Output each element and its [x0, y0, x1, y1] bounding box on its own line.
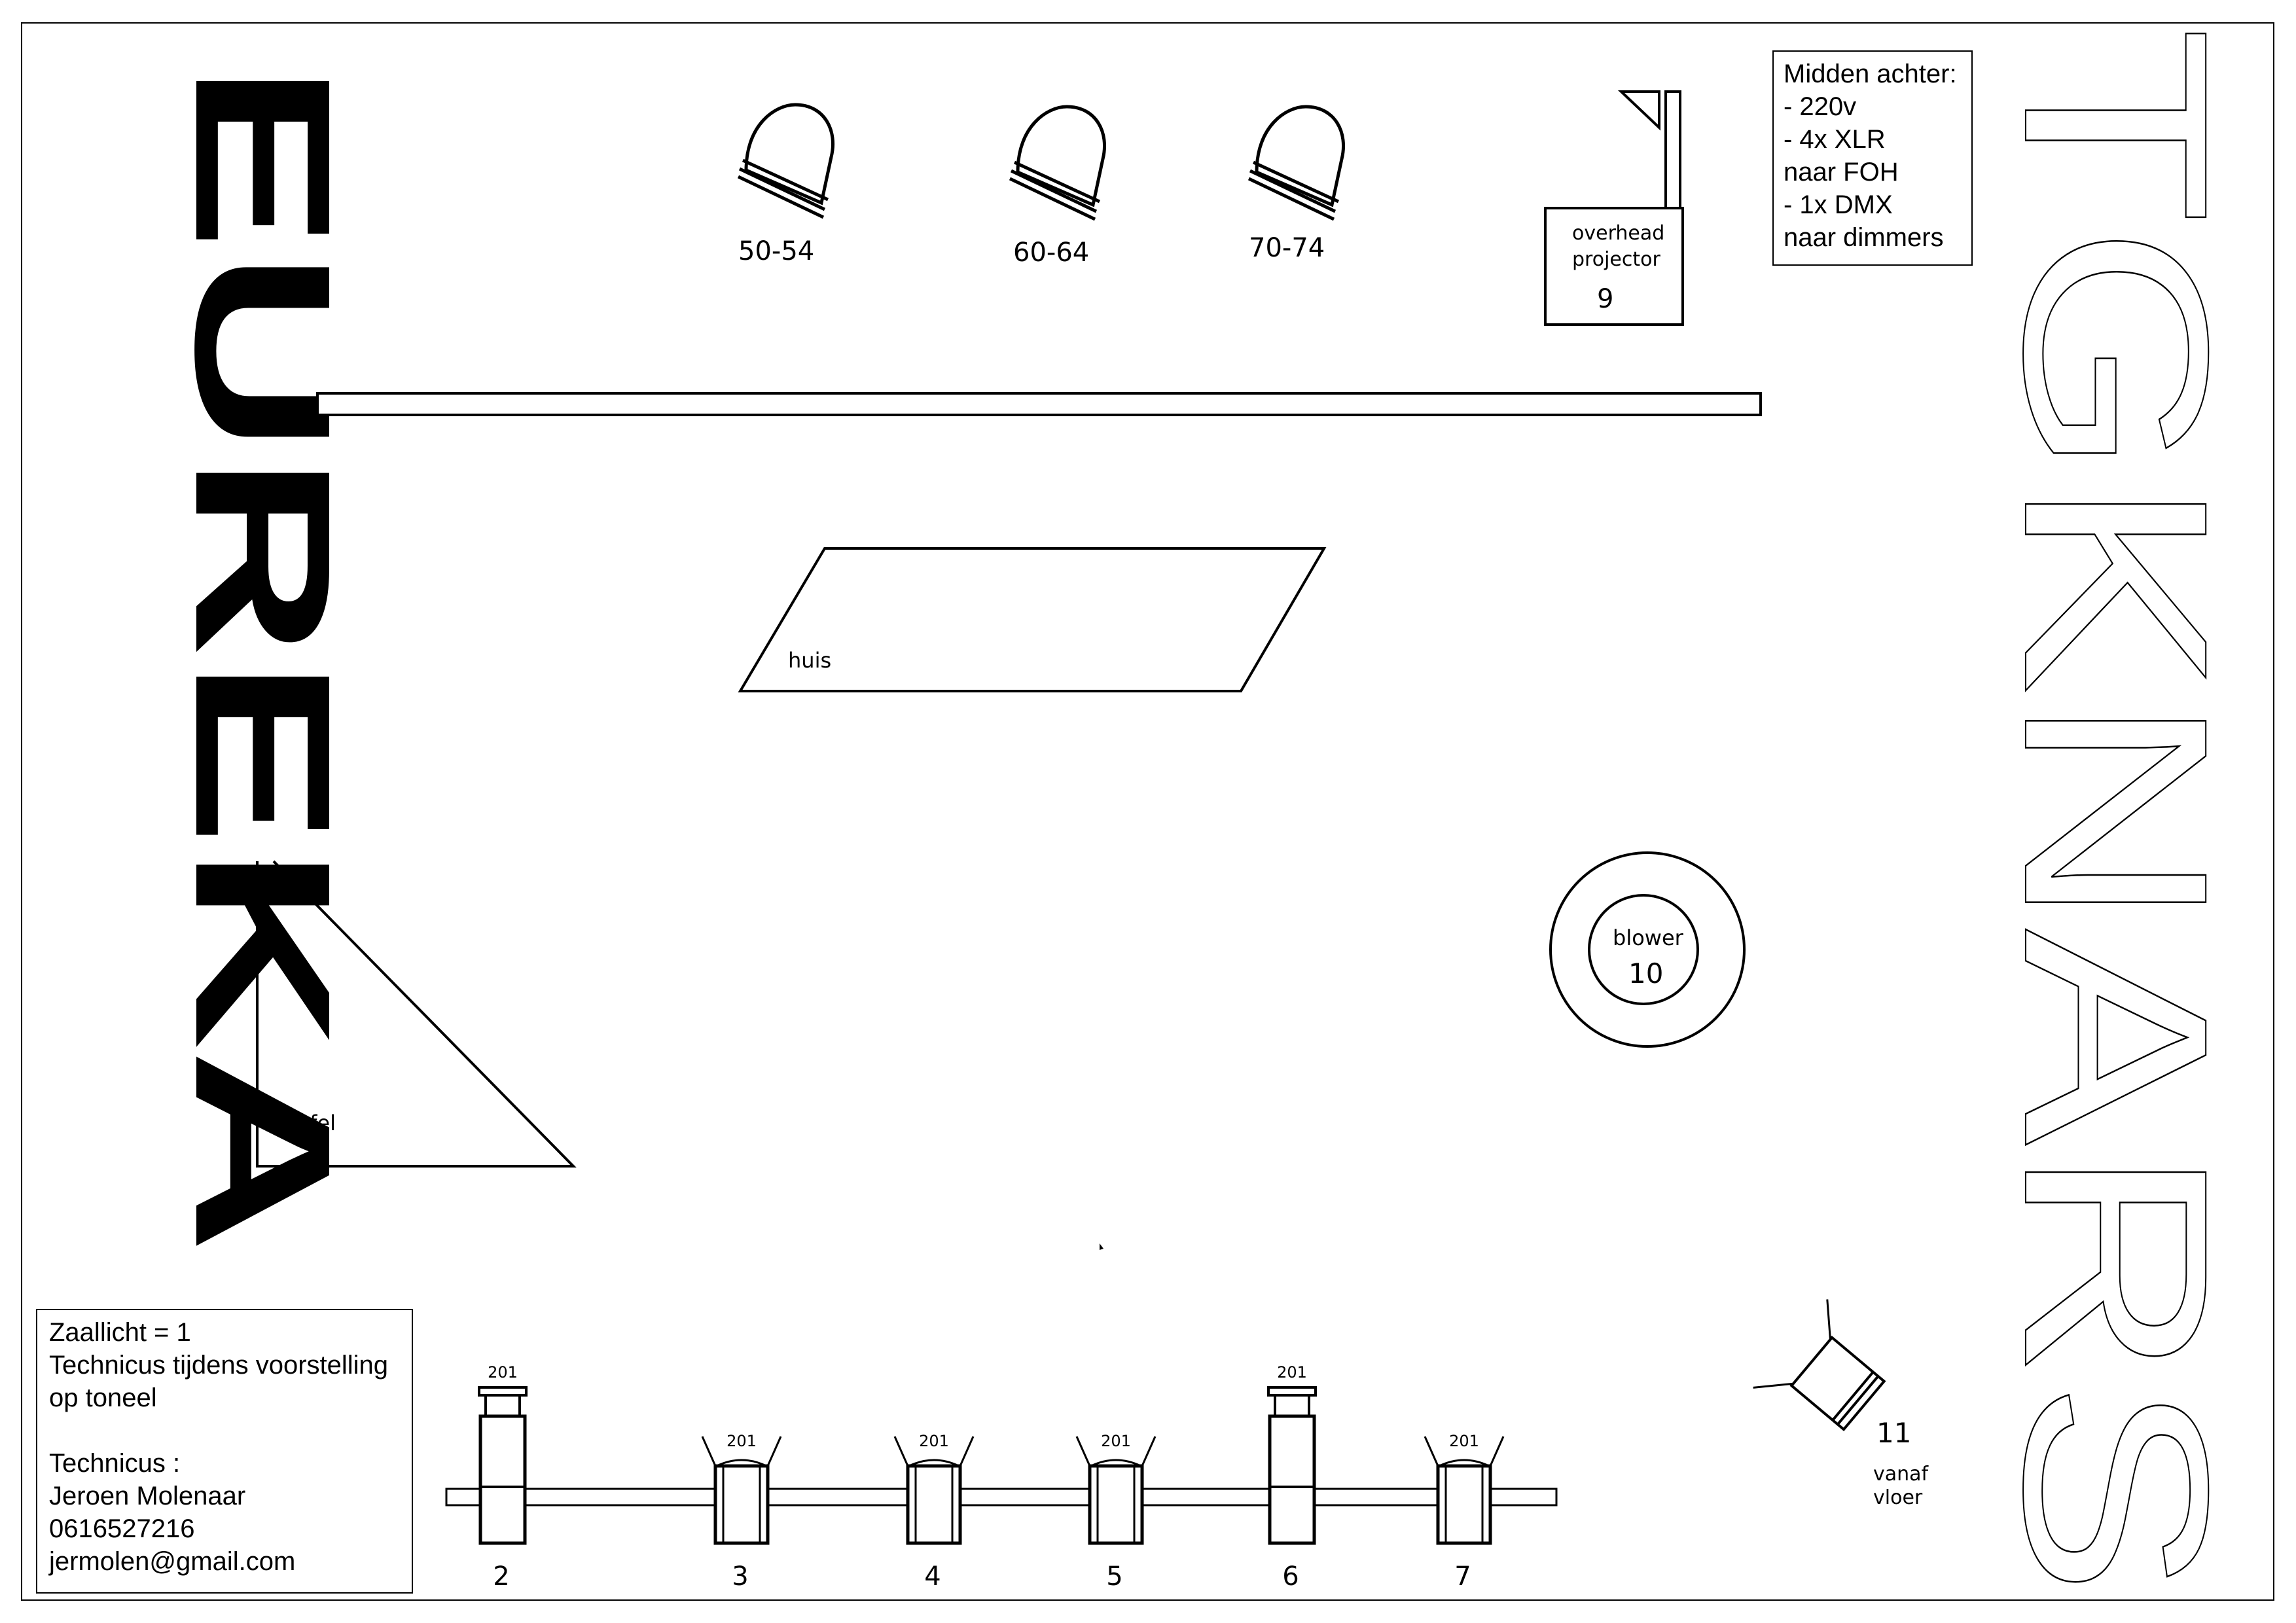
- tafel-label: tafel: [289, 1111, 336, 1135]
- barndoor-left: [701, 1436, 717, 1467]
- back-light-3-label: 70-74: [1249, 233, 1325, 263]
- front-light-number: 6: [1282, 1561, 1299, 1592]
- overhead-projector: [1544, 90, 1684, 326]
- floor-light-number: 11: [1876, 1417, 1911, 1449]
- legend-line: jermolen@gmail.com: [49, 1547, 296, 1576]
- front-light-channel: 201: [488, 1363, 518, 1382]
- info-box-frame: [1772, 50, 1973, 266]
- front-light-channel: 201: [919, 1432, 949, 1450]
- floor-light-note1: vanaf: [1873, 1463, 1929, 1486]
- profile-lens: [1274, 1394, 1310, 1418]
- info-line: - 4x XLR: [1784, 125, 1886, 154]
- projector-flag: [1617, 90, 1660, 131]
- front-light-number: 4: [924, 1561, 941, 1592]
- barndoor-right: [766, 1436, 782, 1467]
- front-light-channel: 201: [1277, 1363, 1307, 1382]
- title-left: EUREKA: [155, 62, 371, 1253]
- front-light-channel: 201: [1449, 1432, 1479, 1450]
- blower-label: blower: [1613, 925, 1684, 950]
- legend-box: Zaallicht = 1 Technicus tijdens voorstel…: [49, 1316, 388, 1578]
- info-line: - 220v: [1784, 92, 1857, 121]
- barndoor-left: [1075, 1436, 1091, 1467]
- legend-line: Technicus :: [49, 1449, 181, 1478]
- front-light-number: 3: [732, 1561, 748, 1592]
- legend-box-frame: [36, 1309, 413, 1594]
- floor-light-11: [1753, 1299, 1886, 1432]
- back-light-1: [737, 103, 835, 219]
- profile-lens: [484, 1394, 521, 1418]
- batten: [316, 392, 1762, 416]
- back-light-3: [1247, 105, 1346, 221]
- blower-number: 10: [1628, 957, 1663, 990]
- front-truss: [445, 1488, 1558, 1507]
- back-light-1-label: 50-54: [738, 236, 814, 266]
- legend-line: Technicus tijdens voorstelling: [49, 1351, 389, 1380]
- info-line: naar dimmers: [1784, 223, 1944, 252]
- front-light-channel: 201: [1101, 1432, 1131, 1450]
- barndoor-right: [1141, 1436, 1157, 1467]
- info-line: - 1x DMX: [1784, 190, 1893, 219]
- projector-line1: overhead: [1572, 222, 1664, 245]
- back-light-2: [1009, 105, 1107, 221]
- set-piece-huis: [738, 547, 1327, 692]
- projector-number: 9: [1597, 284, 1613, 314]
- floor-light-note2: vloer: [1873, 1486, 1923, 1509]
- barndoor-left: [1424, 1436, 1439, 1467]
- barndoor-right: [1489, 1436, 1505, 1467]
- legend-line: 0616527216: [49, 1514, 195, 1543]
- front-light-number: 2: [493, 1561, 509, 1592]
- info-line: naar FOH: [1784, 158, 1899, 187]
- info-line: Midden achter:: [1784, 60, 1957, 88]
- huis-label: huis: [788, 648, 831, 673]
- legend-line: Zaallicht = 1: [49, 1318, 191, 1347]
- legend-line: Jeroen Molenaar: [49, 1482, 246, 1510]
- front-light-channel: 201: [726, 1432, 757, 1450]
- back-light-2-label: 60-64: [1013, 238, 1089, 268]
- set-piece-tafel: [256, 860, 577, 1168]
- title-right: TGKNARS: [1970, 26, 2263, 1597]
- profile-body: [478, 1414, 527, 1545]
- small-mark: [1100, 1243, 1103, 1250]
- front-light-number: 5: [1106, 1561, 1122, 1592]
- blower: [1549, 851, 1746, 1048]
- barndoor-right: [959, 1436, 975, 1467]
- info-box: Midden achter: - 220v - 4x XLR naar FOH …: [1784, 58, 1957, 254]
- profile-body: [1268, 1414, 1316, 1545]
- projector-line2: projector: [1572, 248, 1660, 271]
- legend-line: [49, 1414, 388, 1447]
- legend-line: op toneel: [49, 1383, 157, 1412]
- front-light-number: 7: [1454, 1561, 1471, 1592]
- page-border: [21, 22, 2274, 1601]
- barndoor-left: [893, 1436, 909, 1467]
